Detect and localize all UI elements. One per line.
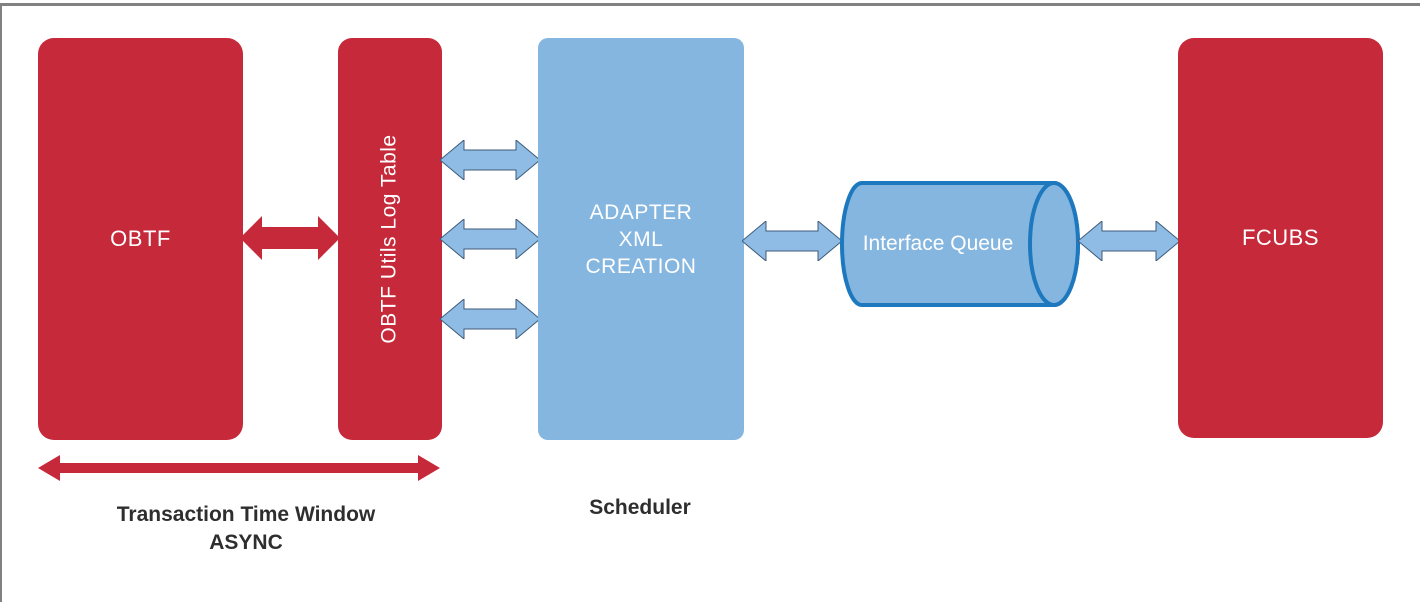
transaction-caption-line-2: ASYNC	[209, 531, 283, 554]
transaction-caption-line-1: Transaction Time Window	[116, 503, 376, 526]
page-border-left	[0, 3, 2, 602]
adapter-label-line-2: XML	[618, 227, 664, 251]
logtable-adapter-bidirectional-arrow-1-icon	[440, 140, 540, 180]
page-border-top	[0, 3, 1420, 6]
transaction-window-bidirectional-arrow-icon	[38, 455, 440, 481]
queue-fcubs-bidirectional-arrow-icon	[1078, 221, 1180, 261]
node-obtf: OBTF	[38, 38, 243, 440]
node-obtf-utils-log-table: OBTF Utils Log Table	[338, 38, 442, 440]
node-fcubs: FCUBS	[1178, 38, 1383, 438]
node-adapter-xml-creation: ADAPTER XML CREATION	[538, 38, 744, 440]
interface-queue-cylinder	[840, 181, 1080, 307]
adapter-label-line-3: CREATION	[585, 254, 697, 278]
scheduler-caption: Scheduler	[589, 496, 691, 519]
interface-queue-label: Interface Queue	[862, 232, 1014, 255]
obtf-logtable-bidirectional-arrow-icon	[240, 216, 340, 260]
node-obtf-utils-log-table-label: OBTF Utils Log Table	[378, 134, 402, 344]
node-fcubs-label: FCUBS	[1241, 225, 1320, 250]
logtable-adapter-bidirectional-arrow-3-icon	[440, 299, 540, 339]
adapter-queue-bidirectional-arrow-icon	[742, 221, 842, 261]
node-obtf-label: OBTF	[110, 226, 171, 251]
logtable-adapter-bidirectional-arrow-2-icon	[440, 219, 540, 259]
adapter-label-line-1: ADAPTER	[589, 200, 693, 224]
node-adapter-xml-creation-label: ADAPTER XML CREATION	[586, 199, 697, 280]
transaction-time-window-caption: Transaction Time Window ASYNC	[41, 501, 451, 557]
